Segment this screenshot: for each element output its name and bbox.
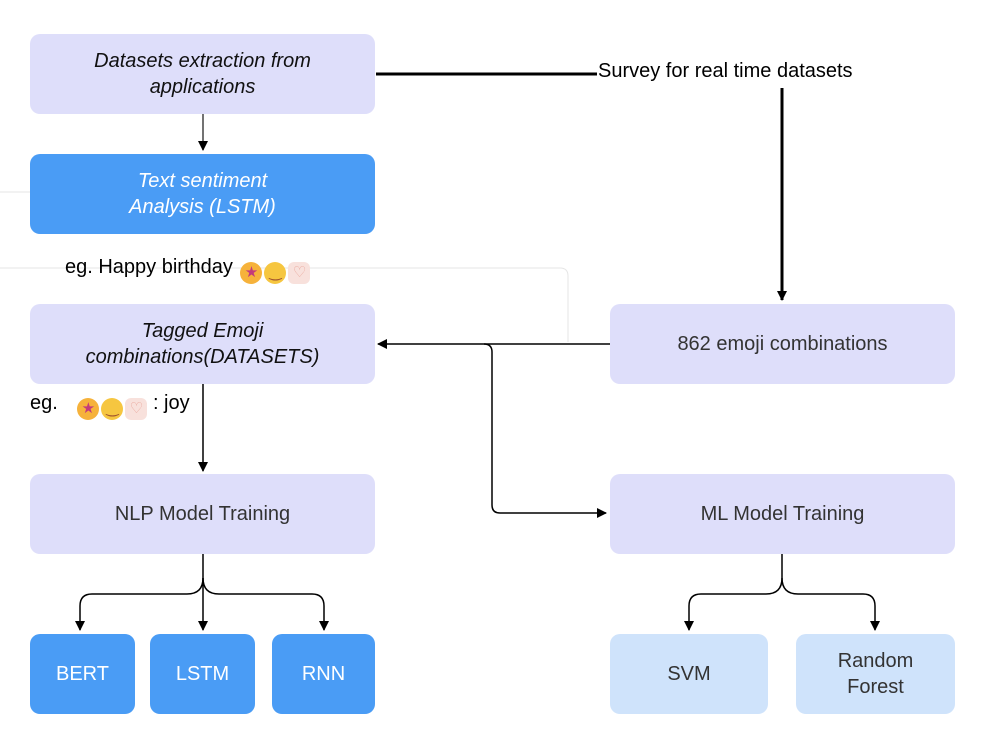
node-svm-label: SVM [667, 663, 711, 685]
edge-branch-to-ml-training [483, 343, 607, 518]
example-suffix: : joy [152, 392, 190, 414]
node-tagged-emoji: Tagged Emoji combinations(DATASETS) [30, 304, 375, 384]
node-survey-label: Survey for real time datasets [598, 60, 853, 82]
node-lstm-label: LSTM [175, 663, 230, 685]
node-text-sentiment: Text sentiment Analysis (LSTM) [30, 154, 375, 234]
edge-nlp-to-bert [75, 577, 204, 631]
node-nlp-training: NLP Model Training [30, 474, 375, 554]
edge-ml-to-random-forest [781, 577, 880, 631]
node-random-forest: Random Forest [796, 634, 955, 714]
heart-hands-icon: ♡ [288, 262, 311, 284]
node-survey: Survey for real time datasets [598, 60, 853, 83]
node-rnn-label: RNN [301, 663, 346, 685]
node-emoji-combinations-label: 862 emoji combinations [677, 333, 888, 355]
node-datasets-extraction: Datasets extraction from applications [30, 34, 375, 114]
node-nlp-training-label: NLP Model Training [114, 503, 291, 525]
example-prefix: eg. [30, 392, 58, 414]
example-happy-birthday: eg. Happy birthday ★‿♡ [65, 256, 311, 284]
heart-hands-icon: ♡ [125, 398, 148, 420]
node-datasets-extraction-label: Datasets extraction from applications [94, 50, 311, 98]
node-ml-training: ML Model Training [610, 474, 955, 554]
edge-ml-to-svm [684, 554, 783, 631]
node-bert-label: BERT [56, 663, 109, 685]
node-tagged-emoji-label: Tagged Emoji combinations(DATASETS) [85, 320, 320, 368]
node-emoji-combinations: 862 emoji combinations [610, 304, 955, 384]
partying-face-icon: ★ [240, 262, 263, 284]
node-bert: BERT [30, 634, 135, 714]
smiling-face-icon: ‿ [264, 262, 287, 284]
node-random-forest-label: Random Forest [837, 650, 914, 698]
smiling-face-icon: ‿ [101, 398, 124, 420]
example-joy: eg. ★‿♡ : joy [30, 392, 190, 420]
node-ml-training-label: ML Model Training [700, 503, 865, 525]
node-rnn: RNN [272, 634, 375, 714]
node-lstm: LSTM [150, 634, 255, 714]
faint-guide-line [0, 267, 569, 342]
node-text-sentiment-label: Text sentiment Analysis (LSTM) [129, 170, 276, 218]
edge-nlp-to-rnn [202, 577, 329, 631]
node-svm: SVM [610, 634, 768, 714]
example-text: eg. Happy birthday [65, 256, 233, 278]
partying-face-icon: ★ [77, 398, 100, 420]
